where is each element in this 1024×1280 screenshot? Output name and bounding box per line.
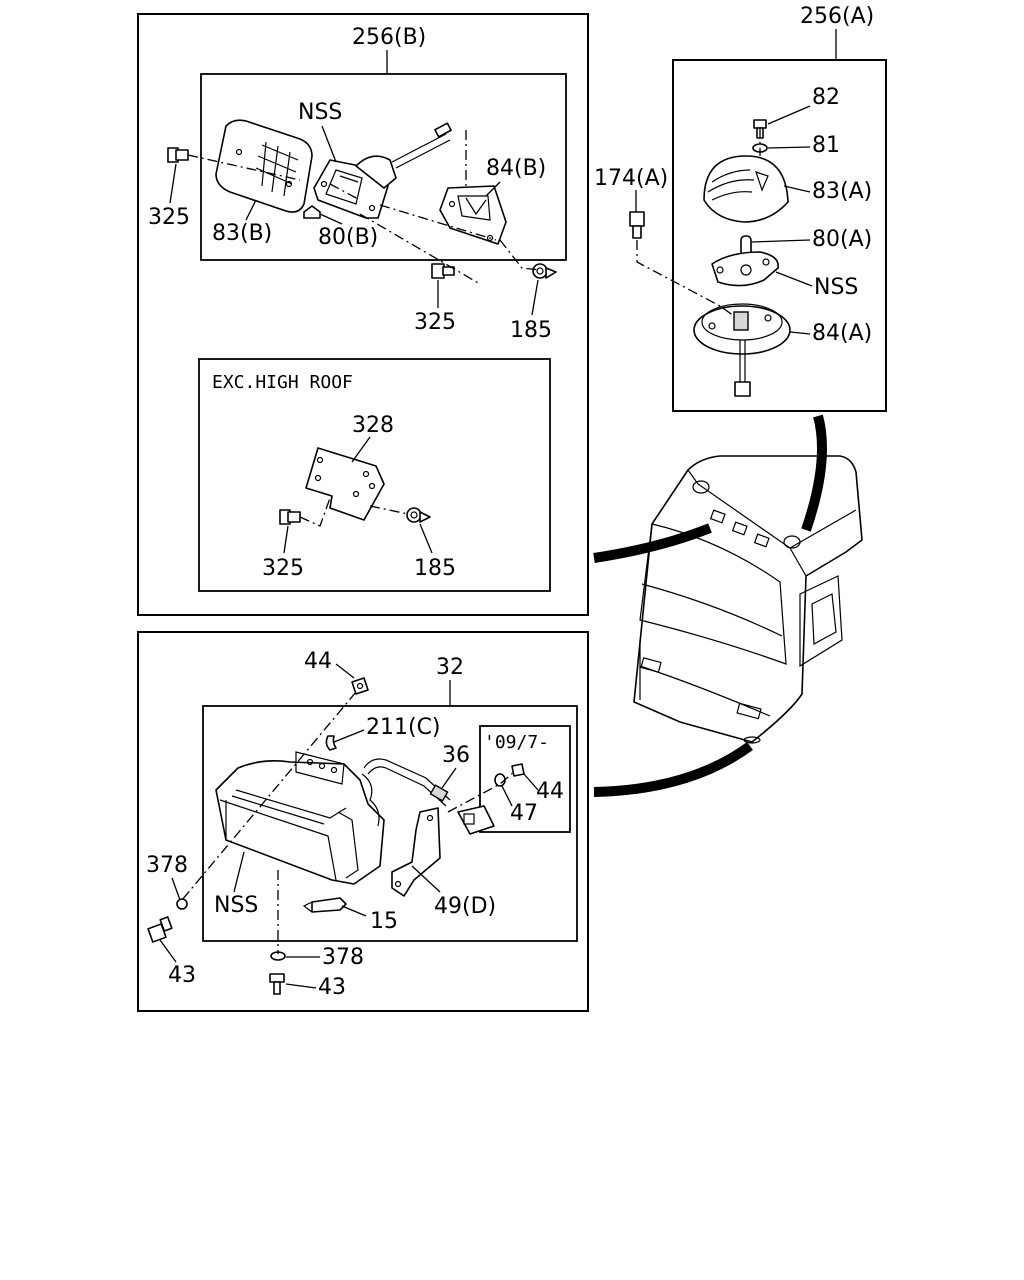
label-378: 378 [322, 945, 364, 970]
label-83a: 83(A) [812, 179, 872, 204]
label-174a: 174(A) [594, 166, 668, 191]
label-185: 185 [414, 556, 456, 581]
label-84b: 84(B) [486, 156, 546, 181]
label-43: 43 [318, 975, 346, 1000]
label-211c: 211(C) [366, 715, 441, 740]
label-44: 44 [536, 779, 564, 804]
label-44: 44 [304, 649, 332, 674]
label-nss: NSS [298, 100, 342, 125]
section-256a-title: 256(A) [800, 4, 874, 29]
section-fog-lamp: 44 32 211(C) 36 '09/7- 44 47 378 NSS 15 … [137, 631, 589, 1012]
label-185: 185 [510, 318, 552, 343]
nut-icon [406, 507, 431, 523]
label-80a: 80(A) [812, 227, 872, 252]
date-note: '09/7- [484, 732, 549, 753]
label-82: 82 [812, 85, 840, 110]
washer-icon [494, 773, 506, 787]
label-nss: NSS [814, 275, 858, 300]
base-plate-icon [439, 185, 507, 245]
connector-icon [457, 805, 495, 835]
screw-icon [629, 211, 645, 239]
base-plate-icon [693, 303, 791, 355]
label-325: 325 [414, 310, 456, 335]
screw-icon [431, 263, 455, 279]
label-325: 325 [262, 556, 304, 581]
socket-housing-icon [313, 122, 452, 219]
bulb-icon [302, 897, 347, 913]
socket-plate-icon [711, 251, 779, 287]
dome-lens-icon [703, 155, 789, 223]
label-49d: 49(D) [434, 894, 496, 919]
screw-icon [269, 973, 285, 995]
screw-icon [167, 147, 189, 163]
lens-icon [215, 119, 313, 213]
nut-icon [351, 677, 369, 695]
cable-icon [363, 758, 451, 807]
connector-icon [734, 340, 751, 397]
section-256a: 256(A) [594, 4, 887, 412]
label-15: 15 [370, 909, 398, 934]
label-84a: 84(A) [812, 321, 872, 346]
label-36: 36 [442, 743, 470, 768]
section-256b-title: 256(B) [352, 25, 426, 50]
label-43: 43 [168, 963, 196, 988]
nut-icon [532, 263, 557, 279]
label-47: 47 [510, 801, 538, 826]
label-32: 32 [436, 655, 464, 680]
screw-icon [279, 509, 301, 525]
section-256b: 256(B) [137, 13, 589, 616]
label-378: 378 [146, 853, 188, 878]
label-81: 81 [812, 133, 840, 158]
label-325: 325 [148, 205, 190, 230]
label-nss: NSS [214, 893, 258, 918]
bulb-icon [303, 205, 321, 219]
section-exc-high-roof: EXC.HIGH ROOF 328 325 185 [198, 358, 551, 592]
label-83b: 83(B) [212, 221, 272, 246]
screw-icon [147, 916, 173, 943]
clip-icon [325, 735, 337, 751]
washer-icon [176, 898, 188, 910]
label-80b: 80(B) [318, 225, 378, 250]
label-328: 328 [352, 413, 394, 438]
bracket-icon [391, 807, 441, 897]
cab-icon [633, 455, 863, 744]
exc-high-roof-title: EXC.HIGH ROOF [212, 372, 353, 393]
cover-plate-icon [305, 447, 385, 521]
nut-icon [511, 763, 525, 777]
lamp-housing-icon [215, 751, 385, 885]
